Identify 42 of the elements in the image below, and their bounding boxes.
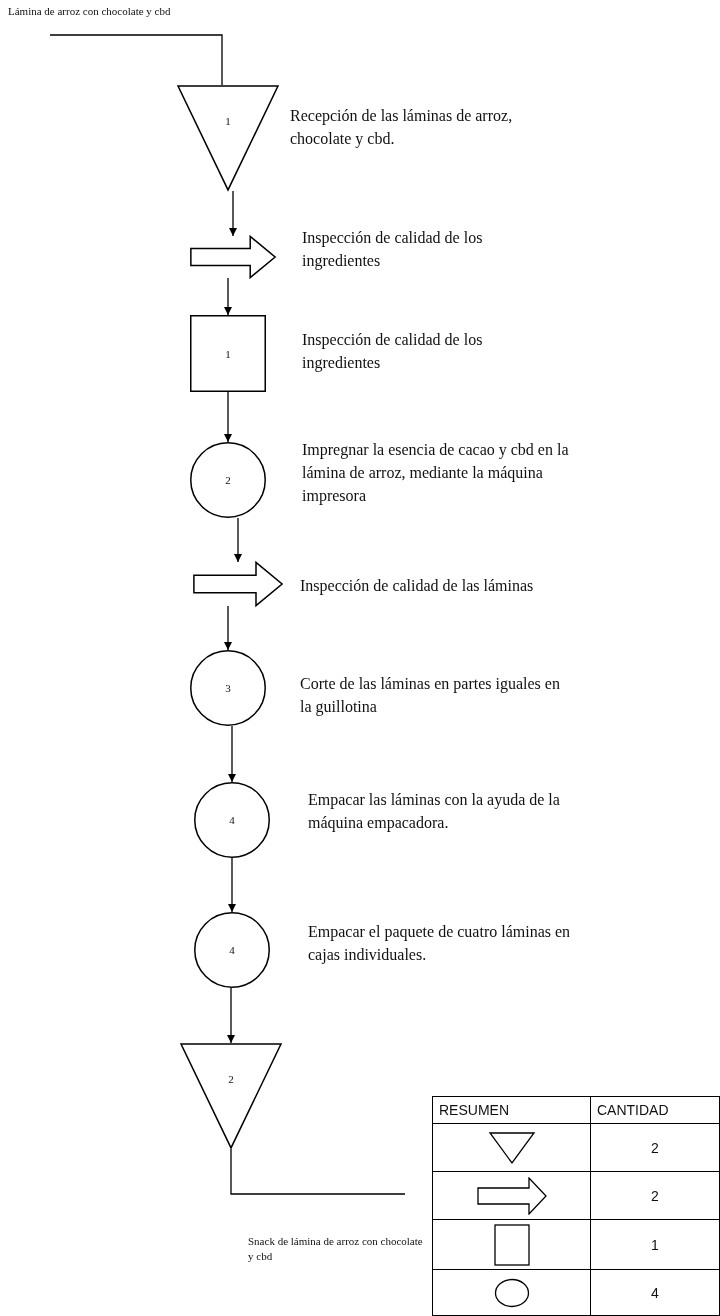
endpoint-label: Snack de lámina de arroz con chocolate y cbd (248, 1234, 424, 1264)
step-description: Corte de las láminas en partes iguales en la guillotina (300, 674, 561, 718)
flow-arrow (228, 857, 236, 913)
step-description: Inspección de calidad de los ingredientes (302, 228, 484, 272)
step-number: 4 (229, 944, 235, 956)
step-number: 2 (225, 474, 231, 486)
quantity-value: 4 (651, 1284, 659, 1301)
step-description: Empacar las láminas con la ayuda de la máquina empacadora. (308, 790, 561, 834)
flow-arrow (228, 725, 236, 783)
step-number: 2 (228, 1073, 234, 1085)
flow-arrow (227, 987, 235, 1044)
quantity-value: 2 (651, 1187, 659, 1204)
operation-circle (194, 912, 270, 988)
storage-triangle (180, 1043, 282, 1149)
operation-circle (190, 442, 266, 518)
flow-arrow (234, 517, 242, 563)
step-description: Inspección de calidad de los ingredientes (302, 330, 484, 374)
flow-line (230, 1148, 406, 1195)
step-number: 4 (229, 814, 235, 826)
step-description: Empacar el paquete de cuatro láminas en cajas individuales. (308, 922, 572, 966)
column-header: CANTIDAD (597, 1102, 669, 1118)
storage-triangle (177, 85, 279, 191)
step-description: Inspección de calidad de las láminas (300, 576, 535, 597)
step-number: 1 (225, 347, 231, 360)
step-number: 3 (225, 682, 231, 694)
flow-arrow (229, 190, 237, 237)
transport-arrow-shape (193, 562, 283, 606)
step-description: Impregnar la esencia de cacao y cbd en la lámina de arroz, mediante la máquina impresora (302, 440, 570, 507)
quantity-value: 2 (651, 1139, 659, 1156)
column-header: RESUMEN (439, 1102, 509, 1118)
operation-circle (190, 650, 266, 726)
flow-line (49, 34, 223, 86)
operation-circle (194, 782, 270, 858)
quantity-value: 1 (651, 1236, 659, 1253)
flow-arrow (224, 391, 232, 443)
transport-arrow-shape (190, 236, 276, 278)
flow-arrow (224, 605, 232, 651)
flow-arrow (224, 277, 232, 316)
step-description: Recepción de las láminas de arroz, chocolate y cbd. (290, 106, 514, 150)
endpoint-label: Lámina de arroz con chocolate y cbd (8, 4, 171, 19)
step-number: 1 (225, 115, 231, 127)
inspection-square (190, 315, 266, 392)
